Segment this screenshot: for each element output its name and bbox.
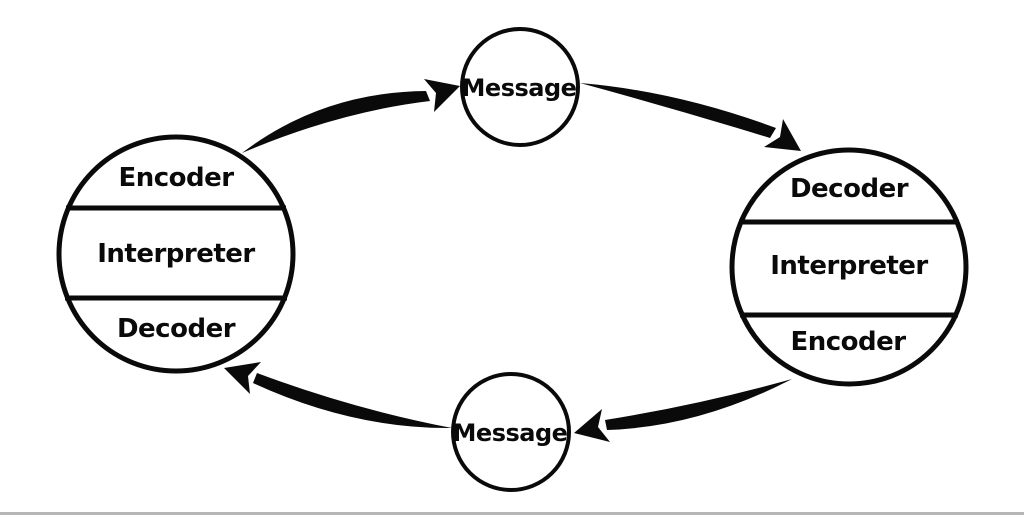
arrowhead-down-right-icon bbox=[764, 119, 801, 151]
left-participant-node: Encoder Interpreter Decoder bbox=[56, 134, 296, 374]
right-section-label-bottom: Encoder bbox=[790, 327, 906, 357]
message-bottom-circle bbox=[451, 372, 571, 492]
left-section-label-top: Encoder bbox=[118, 163, 234, 193]
arrowhead-up-left-icon bbox=[224, 362, 261, 394]
right-section-label-middle: Interpreter bbox=[770, 251, 928, 281]
right-participant-node: Decoder Interpreter Encoder bbox=[729, 147, 969, 387]
arrow-top-message-to-right bbox=[580, 83, 801, 151]
arrow-body bbox=[580, 83, 776, 138]
message-top-node: Message bbox=[460, 27, 580, 147]
message-top-label: Message bbox=[462, 74, 577, 102]
arrow-body bbox=[242, 91, 430, 153]
arrowhead-left-icon bbox=[574, 409, 610, 442]
arrow-left-to-top-message bbox=[242, 79, 460, 153]
message-bottom-label: Message bbox=[453, 419, 568, 447]
right-section-label-top: Decoder bbox=[790, 174, 909, 204]
arrowhead-right-icon bbox=[424, 79, 460, 112]
message-top-circle bbox=[460, 27, 580, 147]
left-section-label-middle: Interpreter bbox=[97, 239, 255, 269]
message-bottom-node: Message bbox=[451, 372, 571, 492]
arrow-bottom-message-to-left bbox=[224, 362, 452, 429]
arrow-body bbox=[253, 373, 452, 429]
arrow-body bbox=[605, 379, 792, 430]
left-section-label-bottom: Decoder bbox=[117, 314, 236, 344]
footer-rule bbox=[0, 512, 1024, 515]
left-participant-circle bbox=[56, 134, 296, 374]
right-participant-circle bbox=[729, 147, 969, 387]
arrow-right-to-bottom-message bbox=[574, 379, 792, 442]
